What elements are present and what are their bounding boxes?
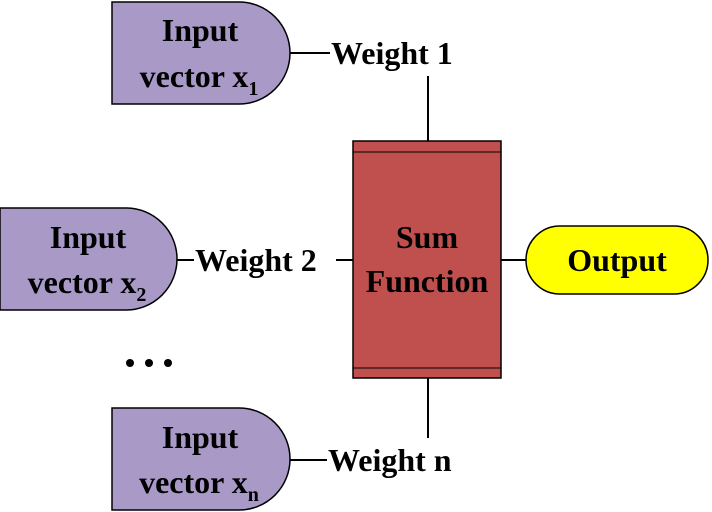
input-vector-2-line1: Input xyxy=(50,219,127,255)
input-vector-1-line1: Input xyxy=(162,12,239,48)
input-vector-n-line2: vector xn xyxy=(139,464,259,506)
output-label: Output xyxy=(567,242,667,278)
input-vector-n-line1: Input xyxy=(162,419,239,455)
ellipsis-dot xyxy=(126,359,134,367)
ellipsis-dot xyxy=(145,359,153,367)
output-shape xyxy=(525,225,709,295)
input-vector-n-shape xyxy=(111,407,291,511)
connectors xyxy=(177,52,526,461)
input-vector-1: Input vector x1 xyxy=(111,1,291,105)
input-vector-2-line2: vector x2 xyxy=(28,264,147,306)
ellipsis-dots xyxy=(126,359,172,367)
sum-function-block: Sum Function xyxy=(352,140,502,379)
sum-function-line1: Sum xyxy=(396,219,459,255)
output-node: Output xyxy=(525,225,709,295)
weight-1-label: Weight 1 xyxy=(331,35,453,71)
input-vector-2-shape xyxy=(0,207,178,311)
weight-2-label: Weight 2 xyxy=(195,242,317,278)
input-vector-n: Input vector xn xyxy=(111,407,291,511)
input-vector-1-shape xyxy=(111,1,291,105)
sum-function-line2: Function xyxy=(366,263,489,299)
sum-function-shape xyxy=(352,140,502,379)
input-vector-2: Input vector x2 xyxy=(0,207,178,311)
weight-n-label: Weight n xyxy=(328,442,452,478)
ellipsis-dot xyxy=(164,359,172,367)
input-vector-1-line2: vector x1 xyxy=(140,58,259,100)
